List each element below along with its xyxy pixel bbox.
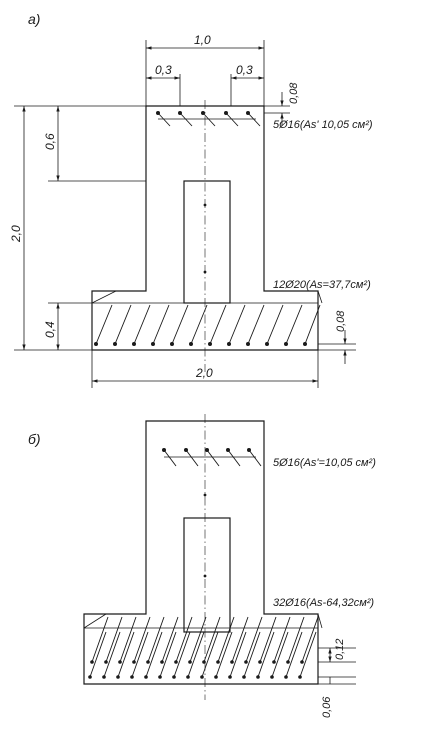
figure-a-dim-total-width-label: 1,0 <box>194 33 211 47</box>
figure-b-dim-bottom-cover: 0,06 <box>318 677 356 718</box>
figure-a-dim-left-offset-label: 0,3 <box>155 63 172 77</box>
figure-a-dim-bottom-cover: 0,08 <box>318 310 356 364</box>
figure-b-top-rebars <box>162 448 262 467</box>
figure-b-axis-dot <box>203 493 207 497</box>
figure-a-dim-total-width: 1,0 <box>145 33 265 106</box>
figure-a-dim-top-cover-label: 0,08 <box>288 82 300 104</box>
figure-a-dim-top-cover: 0,08 <box>264 82 300 126</box>
figure-a-dim-flange-height-label: 0,4 <box>43 321 57 338</box>
figure-a-dim-flange-height: 0,4 <box>43 302 92 350</box>
figure-b-inner-opening <box>183 517 231 633</box>
figure-b-tag: б) <box>28 431 41 447</box>
figure-b-flange-band <box>83 613 323 629</box>
figure-b-axis-dot <box>203 574 207 578</box>
figure-a-dim-right-offset-label: 0,3 <box>236 63 253 77</box>
figure-a-dim-total-height: 2,0 <box>9 105 146 351</box>
figure-a-dim-left-offset: 0,3 <box>146 63 181 106</box>
figure-a-dim-total-height-label: 2,0 <box>9 225 23 243</box>
figure-a-dim-flange-width-label: 2,0 <box>195 366 213 380</box>
figure-a-dim-upper-height-label: 0,6 <box>43 133 57 150</box>
figure-b-top-rebar-label: 5Ø16(As'=10,05 см²) <box>273 457 376 469</box>
figure-b-dim-bar-spacing-label: 0,12 <box>334 639 346 660</box>
figure-a-bottom-rebar-label: 12Ø20(As=37,7см²) <box>273 279 371 291</box>
figure-a-dim-flange-width: 2,0 <box>91 350 319 388</box>
figure-a: а) <box>9 11 373 388</box>
figure-b-bottom-rebars <box>88 616 319 679</box>
figure-a-flange-band <box>91 290 323 304</box>
figure-a-top-rebars <box>156 111 261 127</box>
figure-b: б) <box>28 414 376 718</box>
figure-a-axis-dot <box>203 203 207 207</box>
figure-a-bottom-rebars <box>94 304 321 346</box>
figure-a-dim-right-offset: 0,3 <box>230 63 264 106</box>
figure-a-inner-opening <box>183 180 231 304</box>
figure-a-dim-bottom-cover-label: 0,08 <box>335 310 347 332</box>
figure-b-dim-bar-spacing: 0,12 <box>318 639 356 678</box>
figure-a-tag: а) <box>28 11 40 27</box>
figure-a-top-rebar-label: 5Ø16(As' 10,05 см²) <box>273 119 373 131</box>
figure-a-axis-dot <box>203 270 207 274</box>
figure-b-bottom-rebar-label: 32Ø16(As-64,32см²) <box>273 597 374 609</box>
figure-a-dim-upper-height: 0,6 <box>43 106 146 182</box>
figure-b-dim-bottom-cover-label: 0,06 <box>321 696 333 718</box>
